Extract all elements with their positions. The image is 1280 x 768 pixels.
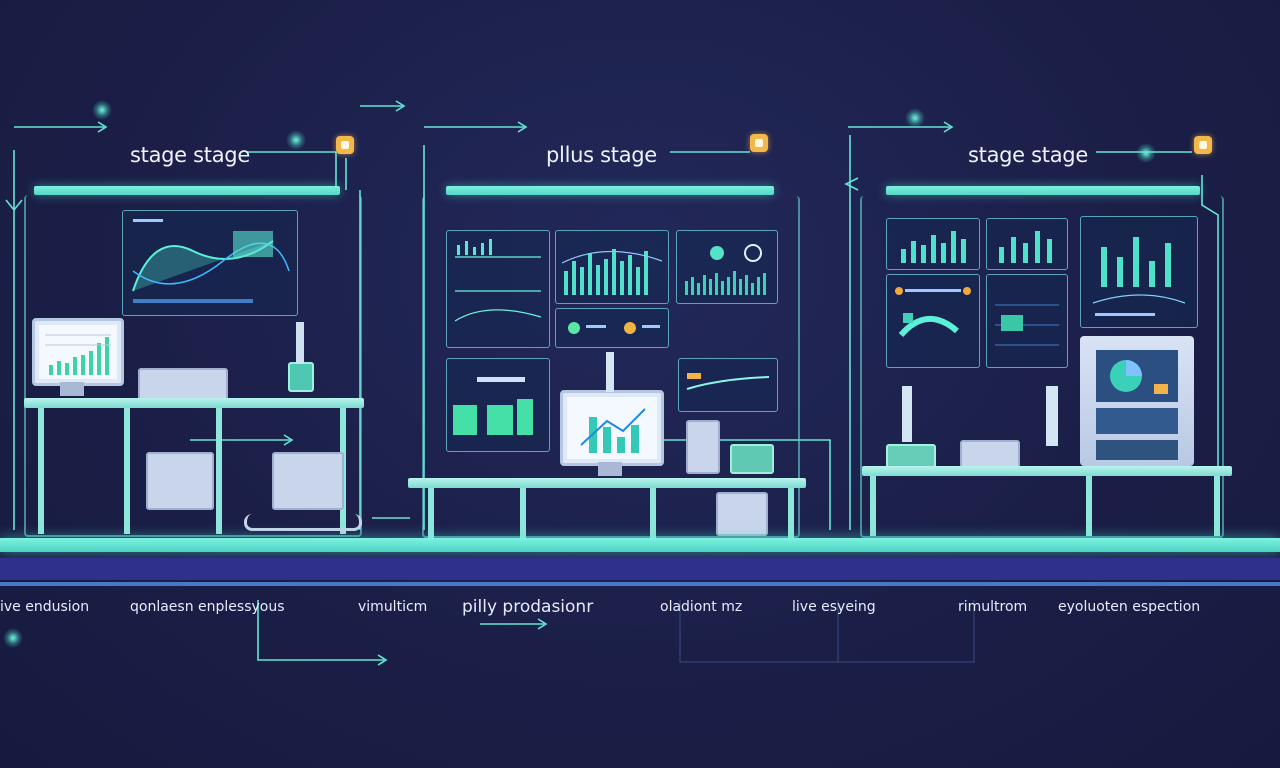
grid-chart-icon: [995, 304, 1059, 346]
bar-chart-icon: [580, 408, 646, 453]
lab-cabinet: [146, 452, 214, 510]
glow-dot: [3, 628, 23, 648]
process-label: pilly prodasionr: [462, 597, 594, 617]
bar-chart-icon: [561, 249, 663, 295]
analytics-panel: [1080, 216, 1198, 328]
stage-badge-icon: [336, 136, 354, 154]
line-chart-icon: [454, 239, 542, 322]
pie-chart-icon: [1110, 360, 1168, 394]
curve-chart-icon: [686, 373, 770, 390]
bar-chart-icon: [1092, 237, 1186, 316]
lab-instrument: [138, 368, 228, 402]
stage-beam: [34, 186, 340, 195]
wave-chart-icon: [132, 219, 290, 303]
gauge-icon: [685, 244, 766, 295]
stage-beam: [886, 186, 1200, 195]
process-label: vimulticm: [358, 599, 428, 615]
bench-leg: [428, 488, 434, 538]
analytics-panel: [678, 358, 778, 412]
bar-chart-icon: [999, 231, 1052, 263]
stage-title: stage stage: [130, 143, 250, 167]
analyzer-machine: [1080, 336, 1194, 466]
microscope: [1046, 386, 1058, 446]
status-dots-icon: [568, 322, 660, 334]
analytics-panel: [676, 230, 778, 304]
monitor: [32, 318, 124, 386]
floor-line: [0, 582, 1280, 586]
bench-leg: [124, 408, 130, 534]
chair-base: [244, 514, 362, 531]
analyzer-screen: [1096, 350, 1178, 402]
analytics-panel: [446, 230, 550, 348]
stage-title: stage stage: [968, 143, 1088, 167]
pipette-stand: [606, 352, 614, 392]
analytics-panel: [122, 210, 298, 316]
floor-strip: [0, 538, 1280, 552]
microscope: [902, 386, 912, 442]
flow-chart-icon: [895, 287, 971, 338]
lab-instrument: [288, 362, 314, 392]
analytics-panel: [555, 230, 669, 304]
analytics-panel: [986, 274, 1068, 368]
status-panel: [555, 308, 669, 348]
bench-leg: [520, 488, 526, 538]
bench-leg: [650, 488, 656, 538]
bench-leg: [38, 408, 44, 534]
glow-dot: [905, 108, 925, 128]
stage-badge-icon: [750, 134, 768, 152]
stage-frame: [860, 196, 1224, 538]
bar-chart-icon: [901, 231, 966, 263]
lab-cabinet: [272, 452, 344, 510]
process-label: live esyeing: [792, 599, 876, 615]
stage-badge-icon: [1194, 136, 1212, 154]
analytics-panel: [446, 358, 550, 452]
monitor: [560, 390, 664, 466]
stage-frame: [422, 196, 800, 538]
analyzer-panel: [1096, 408, 1178, 434]
process-label: ive endusion: [0, 599, 90, 615]
bench-leg: [788, 488, 794, 538]
stage-frame: [24, 195, 362, 537]
glow-dot: [286, 130, 306, 150]
stage-beam: [446, 186, 774, 195]
process-label: oladiont mz: [660, 599, 743, 615]
analyzer-panel: [1096, 440, 1178, 460]
pipette-stand: [296, 322, 304, 364]
bench-leg: [870, 476, 876, 536]
bar-chart-icon: [45, 334, 111, 375]
lab-instrument: [730, 444, 774, 474]
bench-leg: [1214, 476, 1220, 536]
stage-title: pllus stage: [546, 143, 657, 167]
bench-leg: [1086, 476, 1092, 536]
floor-band: [0, 558, 1280, 580]
process-label: eyoluoten espection: [1058, 599, 1201, 615]
glow-dot: [1136, 143, 1156, 163]
bench-leg: [216, 408, 222, 534]
analytics-panel: [886, 218, 980, 270]
process-label: rimultrom: [958, 599, 1028, 615]
analytics-panel: [886, 274, 980, 368]
lab-bench: [24, 398, 364, 408]
glow-dot: [92, 100, 112, 120]
monitor-stand: [60, 382, 84, 396]
lab-bench: [408, 478, 806, 488]
microscope: [686, 420, 720, 474]
analytics-panel: [986, 218, 1068, 270]
monitor-stand: [598, 462, 622, 476]
lab-bench: [862, 466, 1232, 476]
process-label: qonlaesn enplessyous: [130, 599, 285, 615]
lab-cabinet: [716, 492, 768, 536]
bar-chart-icon: [453, 377, 533, 435]
